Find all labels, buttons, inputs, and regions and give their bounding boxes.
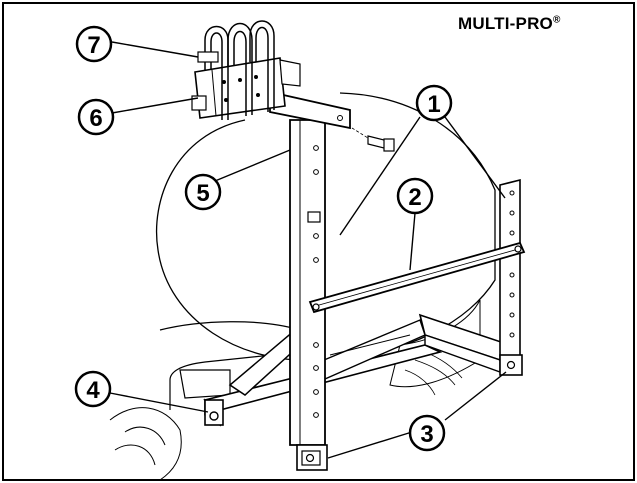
- cross-bar-bolt-left: [312, 303, 320, 311]
- registered-mark: ®: [552, 14, 561, 26]
- callout-7: 7: [75, 25, 113, 63]
- svg-text:7: 7: [87, 32, 100, 59]
- top-arm-hole: [337, 115, 343, 121]
- callout-6: 6: [77, 98, 115, 136]
- svg-text:5: 5: [196, 180, 209, 207]
- top-bolt-guide: [351, 127, 369, 139]
- cross-bar-bolt-right: [514, 245, 522, 253]
- brand-name: MULTI-PRO: [458, 14, 553, 33]
- callout-1: 1: [415, 84, 453, 122]
- brand-title: MULTI-PRO®: [458, 14, 561, 34]
- callout-2: 2: [396, 177, 434, 215]
- vehicle-lower: [179, 369, 231, 399]
- svg-text:3: 3: [420, 421, 433, 448]
- frame-rail-back-edge: [329, 334, 411, 356]
- svg-text:6: 6: [89, 105, 102, 132]
- cross-bar-edge: [311, 247, 523, 308]
- valve-mount-plate: [279, 59, 301, 87]
- callout-4: 4: [74, 370, 112, 408]
- valve-block-edge: [211, 69, 217, 117]
- callout-3: 3: [408, 414, 446, 452]
- foot-bolt-left: [305, 453, 315, 463]
- tire-left: [109, 407, 182, 481]
- foot-bolt-right: [506, 360, 516, 370]
- hose-clamp: [197, 51, 219, 63]
- leader-lines: [109, 41, 507, 459]
- callout-5: 5: [184, 173, 222, 211]
- upright-nut: [307, 211, 321, 223]
- upright-main: [289, 119, 326, 446]
- svg-text:1: 1: [427, 91, 440, 118]
- svg-text:2: 2: [408, 184, 421, 211]
- svg-text:4: 4: [86, 377, 100, 404]
- hoses: [204, 20, 275, 120]
- bolt-left: [209, 411, 219, 421]
- upright-right-holes: [509, 190, 515, 338]
- valve-fitting-left: [191, 95, 207, 111]
- upright-right: [499, 178, 521, 362]
- valve-bolts: [222, 75, 260, 102]
- top-bolt: [367, 135, 395, 152]
- upright-holes: [313, 145, 319, 418]
